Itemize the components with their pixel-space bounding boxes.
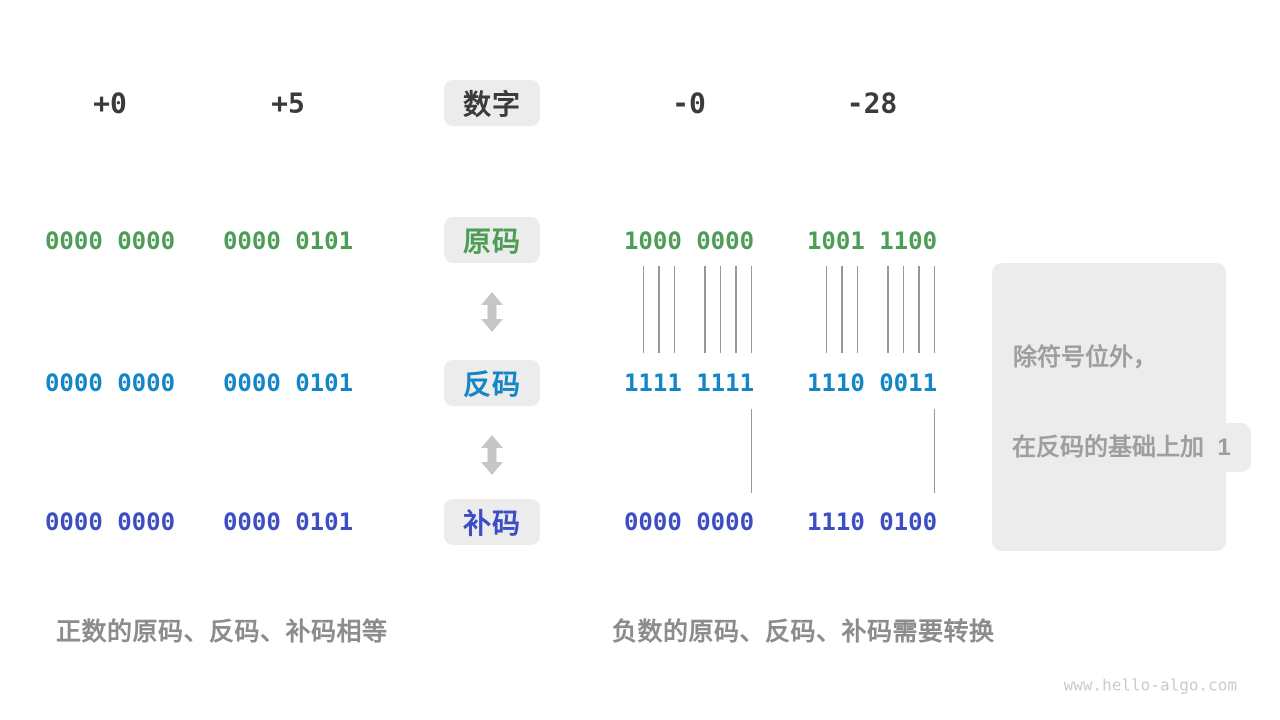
twos-complement-badge: 补码: [444, 499, 540, 545]
bit-connector-line: [841, 266, 843, 353]
bit-connector-line: [856, 266, 858, 353]
bit-connector-line: [918, 266, 920, 353]
bit-connector-line: [902, 266, 905, 353]
watermark: www.hello-algo.com: [1063, 675, 1237, 695]
double-arrow-icon: [481, 435, 503, 475]
sign-magnitude-plus-zero: 0000 0000: [44, 227, 176, 255]
bit-connector-line: [704, 266, 706, 353]
bit-connector-line: [750, 266, 753, 353]
bit-connector-line: [642, 266, 645, 353]
bit-connector-line: [658, 266, 660, 353]
sign-magnitude-badge: 原码: [444, 217, 540, 263]
add-one-note: 在反码的基础上加 1: [992, 423, 1251, 472]
number-badge: 数字: [444, 80, 540, 126]
bit-connector-line: [825, 266, 828, 353]
bit-connector-line: [933, 266, 936, 353]
bit-connector-line: [719, 266, 722, 353]
double-arrow-icon: [481, 292, 503, 332]
sign-magnitude-minus-28: 1001 1100: [806, 227, 938, 255]
bit-connector-line: [933, 409, 936, 493]
sign-magnitude-plus-five: 0000 0101: [222, 227, 354, 255]
ones-complement-plus-zero: 0000 0000: [44, 369, 176, 397]
negative-numbers-caption: 负数的原码、反码、补码需要转换: [612, 618, 995, 646]
positive-numbers-caption: 正数的原码、反码、补码相等: [56, 618, 388, 646]
twos-complement-plus-five: 0000 0101: [222, 508, 354, 536]
ones-complement-plus-five: 0000 0101: [222, 369, 354, 397]
twos-complement-plus-zero: 0000 0000: [44, 508, 176, 536]
column-label-plus-zero: +0: [93, 86, 127, 120]
ones-complement-minus-28: 1110 0011: [806, 369, 938, 397]
bit-connector-line: [887, 266, 889, 353]
column-label-minus-zero: -0: [672, 86, 706, 120]
column-label-minus-28: -28: [846, 86, 898, 120]
twos-complement-minus-28: 1110 0100: [806, 508, 938, 536]
bit-connector-line: [673, 266, 675, 353]
ones-complement-minus-zero: 1111 1111: [623, 369, 755, 397]
bit-connector-line: [750, 409, 753, 493]
bit-connector-line: [735, 266, 737, 353]
invert-bits-note: 除符号位外， 对其余所有位取反: [992, 263, 1226, 551]
column-label-plus-five: +5: [271, 86, 305, 120]
ones-complement-badge: 反码: [444, 360, 540, 406]
twos-complement-minus-zero: 0000 0000: [623, 508, 755, 536]
sign-magnitude-minus-zero: 1000 0000: [623, 227, 755, 255]
invert-bits-note-line1: 除符号位外，: [1013, 344, 1157, 371]
